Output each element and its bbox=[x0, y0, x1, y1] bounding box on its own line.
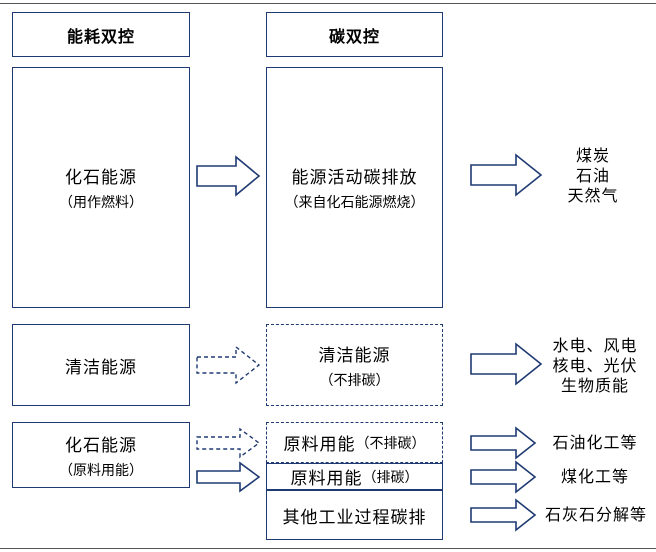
energy-activity-title: 能源活动碳排放 bbox=[291, 168, 418, 188]
source-hydro-wind: 水电、风电 bbox=[552, 336, 638, 355]
energy-activity-note: （来自化石能源燃烧） bbox=[284, 195, 425, 211]
bottom-rule bbox=[0, 548, 656, 549]
source-oil: 石油 bbox=[575, 166, 610, 185]
fossil-fuel-note: （用作燃料） bbox=[59, 195, 143, 211]
fossil-fuel-title: 化石能源 bbox=[65, 168, 137, 188]
arrow-to-coalchem bbox=[470, 460, 537, 494]
arrow-fossil-to-energy bbox=[196, 155, 261, 197]
source-natural-gas: 天然气 bbox=[567, 186, 619, 205]
petrochem-label: 石油化工等 bbox=[552, 433, 638, 452]
box-industrial-process-emissions: 其他工业过程碳排 bbox=[266, 490, 443, 540]
box-clean-no-emission: 清洁能源 （不排碳） bbox=[266, 324, 443, 406]
source-coal: 煤炭 bbox=[575, 146, 610, 165]
header-energy-label: 能耗双控 bbox=[66, 26, 135, 46]
top-rule bbox=[0, 3, 656, 4]
feedstock-emission-note: （排碳） bbox=[362, 469, 419, 486]
feedstock-emission-title: 原料用能 bbox=[290, 469, 363, 489]
limestone-label: 石灰石分解等 bbox=[544, 505, 647, 524]
header-carbon-label: 碳双控 bbox=[328, 26, 380, 46]
arrow-to-petrochem bbox=[470, 426, 537, 460]
clean-no-emission-title: 清洁能源 bbox=[318, 345, 391, 366]
feedstock-no-emission-title: 原料用能 bbox=[283, 435, 356, 455]
fossil-feedstock-title: 化石能源 bbox=[65, 435, 137, 456]
arrow-clean-dashed bbox=[196, 345, 261, 385]
box-energy-activity-emissions: 能源活动碳排放 （来自化石能源燃烧） bbox=[266, 67, 443, 308]
arrow-feedstock-dashed bbox=[196, 427, 261, 459]
clean-source-list: 水电、风电 核电、光伏 生物质能 bbox=[540, 336, 650, 396]
box-feedstock-no-emission: 原料用能 （不排碳） bbox=[266, 422, 443, 463]
header-carbon-dual-control: 碳双控 bbox=[266, 12, 443, 57]
box-fossil-feedstock: 化石能源 （原料用能） bbox=[12, 422, 190, 488]
feedstock-no-emission-note: （不排碳） bbox=[355, 435, 426, 452]
source-nuclear-solar: 核电、光伏 bbox=[552, 356, 638, 375]
coalchem-label: 煤化工等 bbox=[560, 467, 629, 486]
arrow-to-limestone bbox=[470, 498, 537, 532]
clean-energy-title: 清洁能源 bbox=[65, 357, 137, 378]
box-fossil-fuel: 化石能源 （用作燃料） bbox=[12, 67, 190, 308]
fossil-feedstock-note: （原料用能） bbox=[59, 462, 143, 479]
arrow-feedstock-solid bbox=[196, 461, 261, 493]
arrow-energy-to-fossil-list bbox=[470, 153, 543, 197]
header-energy-dual-control: 能耗双控 bbox=[12, 12, 190, 57]
clean-no-emission-note: （不排碳） bbox=[319, 372, 390, 389]
box-clean-energy: 清洁能源 bbox=[12, 324, 190, 406]
fossil-source-list: 煤炭 石油 天然气 bbox=[548, 146, 638, 206]
box-feedstock-emission: 原料用能 （排碳） bbox=[266, 463, 443, 490]
source-biomass: 生物质能 bbox=[560, 376, 629, 395]
arrow-clean-to-list bbox=[470, 342, 543, 386]
industrial-process-title: 其他工业过程碳排 bbox=[282, 507, 427, 528]
